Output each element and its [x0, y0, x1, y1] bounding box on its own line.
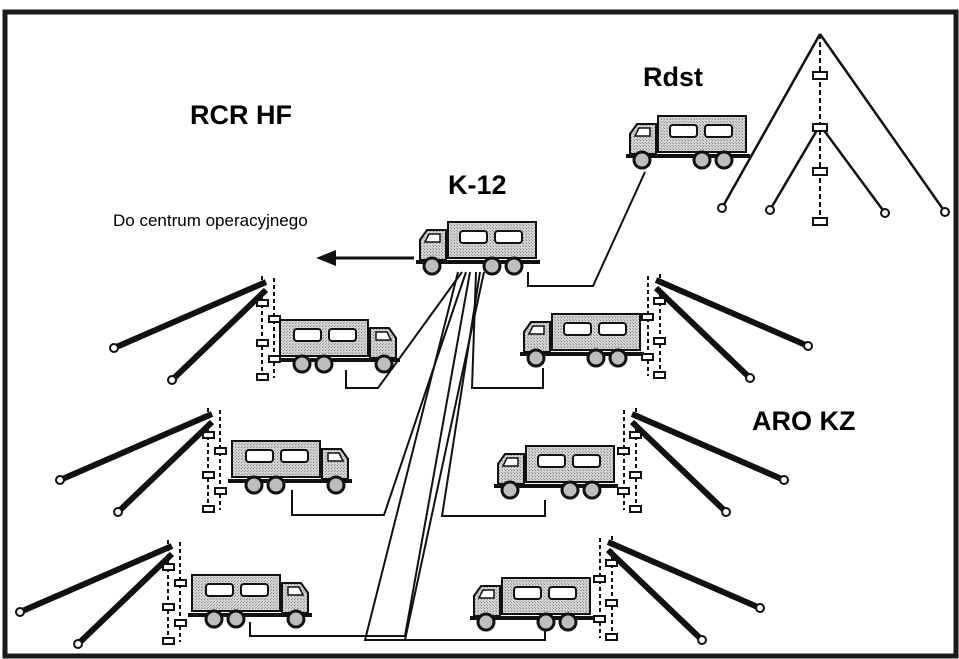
label-k12: K-12: [448, 170, 507, 200]
rdst-antenna-tower: [717, 33, 950, 226]
label-aro-kz: ARO KZ: [752, 406, 856, 436]
antenna-mast-icon-left-3: [16, 540, 186, 648]
arrow-left-icon: [316, 250, 414, 266]
truck-icon-left-3: [186, 573, 314, 629]
label-rdst: Rdst: [643, 62, 703, 92]
label-do-centrum: Do centrum operacyjnego: [113, 211, 308, 230]
outer-frame: [2, 9, 959, 659]
antenna-mast-icon-left-1: [110, 276, 280, 384]
connection-lines: [249, 171, 646, 641]
truck-icon-rdst: [624, 114, 752, 170]
truck-icon-k12: [414, 220, 542, 276]
truck-icon-right-3: [468, 576, 596, 632]
truck-icon-right-1: [518, 312, 646, 368]
antenna-mast-icon-right-3: [594, 536, 764, 644]
truck-icon-right-2: [492, 444, 620, 500]
antenna-mast-icon-right-1: [642, 274, 812, 382]
truck-icon-left-2: [226, 439, 354, 495]
label-rcr-hf: RCR HF: [190, 100, 292, 130]
antenna-mast-icon-left-2: [56, 408, 226, 516]
truck-icon-left-1: [274, 318, 402, 374]
